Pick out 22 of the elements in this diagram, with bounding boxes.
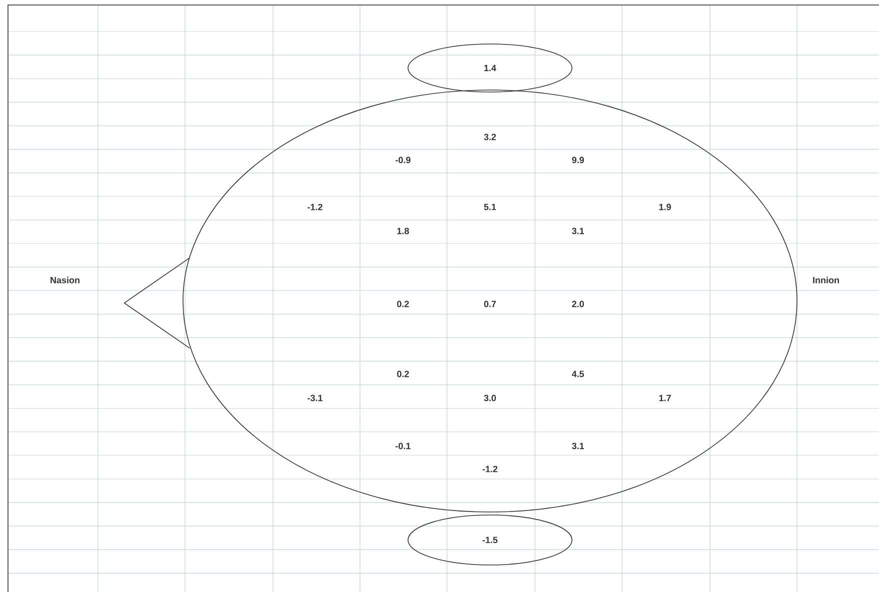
value-label: 3.1 <box>572 228 584 234</box>
landmark-label: Nasion <box>50 276 80 284</box>
value-label: -0.9 <box>396 156 410 164</box>
value-label: 1.9 <box>659 204 671 210</box>
value-label: 0.7 <box>484 300 496 308</box>
value-label: 2.0 <box>572 300 584 308</box>
value-label: 1.7 <box>659 394 671 402</box>
value-label: 9.9 <box>572 156 584 164</box>
value-label: 4.5 <box>572 370 584 378</box>
value-label: -1.2 <box>308 204 322 210</box>
value-label: -3.1 <box>308 394 322 402</box>
value-label: 0.2 <box>397 370 409 378</box>
value-label: 3.0 <box>484 394 496 402</box>
value-label: 3.1 <box>572 442 584 450</box>
value-label: -0.1 <box>396 442 410 450</box>
value-label: 5.1 <box>484 204 496 210</box>
value-label: 3.2 <box>484 134 496 140</box>
value-label: -1.2 <box>482 466 498 472</box>
landmark-label: Innion <box>813 276 839 284</box>
head-outline <box>182 90 798 512</box>
value-label: 0.2 <box>397 300 409 308</box>
value-label: 1.8 <box>397 228 409 234</box>
